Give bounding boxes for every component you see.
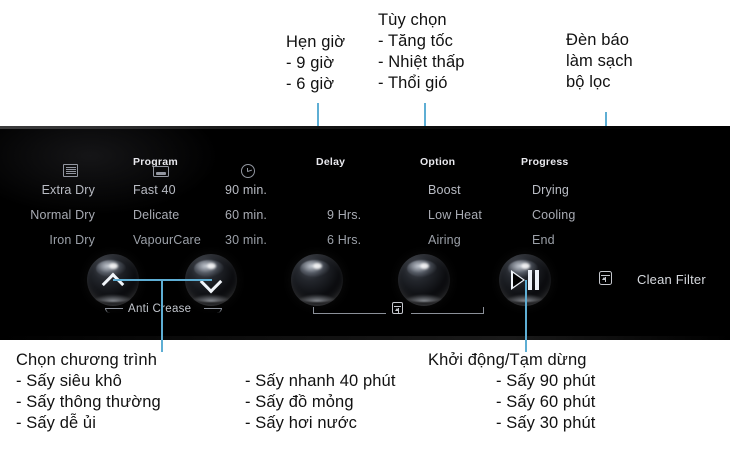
anti-crease-bracket-right <box>204 308 222 313</box>
clock-icon <box>241 164 255 178</box>
knob-rim-light <box>404 294 444 302</box>
panel-option-boost: Boost <box>428 183 461 197</box>
annotation-program-line-3: - Sấy dễ ủi <box>16 414 96 432</box>
annotation-clean-filter-line-1: làm sạch <box>566 52 633 70</box>
panel-top-edge <box>0 126 730 129</box>
panel-option-low-heat: Low Heat <box>428 208 483 222</box>
annotation-option-line-1: - Tăng tốc <box>378 32 453 50</box>
knob-glint <box>207 263 216 269</box>
section-title-program: Program <box>133 156 178 168</box>
panel-option-vapourcare: VapourCare <box>133 233 201 247</box>
panel-status-cooling: Cooling <box>532 208 576 222</box>
filter-bracket-left-tick <box>313 307 315 314</box>
filter-bracket-right-tick <box>483 307 485 314</box>
annotation-start-pause-line-3: - Sấy 30 phút <box>496 414 596 432</box>
knob-glint <box>420 263 429 269</box>
annotation-option-line-0: Tùy chọn <box>378 11 447 29</box>
panel-option-extra-dry: Extra Dry <box>41 183 95 197</box>
panel-option-delicate: Delicate <box>133 208 180 222</box>
annotation-program-line-1: - Sấy siêu khô <box>16 372 122 390</box>
annotation-start-pause-line-0: Khởi động/Tạm dừng <box>428 351 587 369</box>
section-title-progress: Progress <box>521 156 569 168</box>
panel-status-end: End <box>532 233 555 247</box>
knob-glint <box>109 263 118 269</box>
annotation-start-pause-line-1: - Sấy 90 phút <box>496 372 596 390</box>
knob-glint <box>521 263 530 269</box>
annotation-program: Chọn chương trình - Sấy siêu khô - Sấy t… <box>16 350 161 434</box>
annotation-program-line-0: Chọn chương trình <box>16 351 157 369</box>
annotation-program-mid-line-2: - Sấy hơi nước <box>245 414 358 432</box>
annotation-start-pause-line-2: - Sấy 60 phút <box>496 393 596 411</box>
panel-status-drying: Drying <box>532 183 570 197</box>
panel-option-fast-40: Fast 40 <box>133 183 176 197</box>
annotation-delay-line-0: Hẹn giờ <box>286 33 346 51</box>
anti-crease-label: Anti Crease <box>128 303 192 315</box>
dryer-control-panel: Program Delay Option Progress Extra Dry … <box>0 126 730 340</box>
annotation-program-mid-line-0: - Sấy nhanh 40 phút <box>245 372 396 390</box>
section-title-option: Option <box>420 156 456 168</box>
panel-option-60-min: 60 min. <box>225 208 268 222</box>
annotation-start-pause: Khởi động/Tạm dừng - Sấy 90 phút - Sấy 6… <box>428 350 595 434</box>
annotation-clean-filter-line-0: Đèn báo <box>566 31 630 49</box>
knob-rim-light <box>191 294 231 302</box>
annotation-delay: Hẹn giờ - 9 giờ - 6 giờ <box>286 32 345 95</box>
filter-bracket-right <box>411 313 484 315</box>
panel-option-90-min: 90 min. <box>225 183 268 197</box>
play-pause-icon <box>511 270 541 290</box>
panel-option-airing: Airing <box>428 233 461 247</box>
filter-icon <box>392 302 403 314</box>
leader-line-program <box>161 279 163 352</box>
panel-option-iron-dry: Iron Dry <box>49 233 95 247</box>
panel-option-9-hrs: 9 Hrs. <box>327 208 362 222</box>
clean-filter-label: Clean Filter <box>637 272 706 287</box>
knob-rim-light <box>93 294 133 302</box>
knob-glint <box>313 263 322 269</box>
clean-filter-indicator-icon <box>599 271 612 285</box>
panel-bottom-edge <box>0 336 730 340</box>
section-title-delay: Delay <box>316 156 346 168</box>
tray-icon <box>153 166 169 177</box>
panel-option-normal-dry: Normal Dry <box>30 208 95 222</box>
delay-button[interactable] <box>291 254 343 306</box>
leader-line-start-pause <box>525 280 527 352</box>
annotation-option-line-2: - Nhiệt thấp <box>378 53 465 71</box>
filter-bracket-left <box>313 313 386 315</box>
panel-option-30-min: 30 min. <box>225 233 268 247</box>
annotation-program-mid-line-1: - Sấy đồ mỏng <box>245 393 354 411</box>
stack-icon <box>63 164 78 177</box>
annotation-option-line-3: - Thổi gió <box>378 74 448 92</box>
anti-crease-bracket-left <box>105 308 123 313</box>
annotation-clean-filter: Đèn báo làm sạch bộ lọc <box>566 30 633 93</box>
chevron-up-icon <box>102 270 124 292</box>
chevron-down-icon <box>200 272 222 294</box>
annotation-option: Tùy chọn - Tăng tốc - Nhiệt thấp - Thổi … <box>378 10 465 94</box>
knob-rim-light <box>297 294 337 302</box>
annotation-clean-filter-line-2: bộ lọc <box>566 73 611 91</box>
annotation-delay-line-1: - 9 giờ <box>286 54 335 72</box>
annotation-program-line-2: - Sấy thông thường <box>16 393 161 411</box>
annotation-program-mid: - Sấy nhanh 40 phút - Sấy đồ mỏng - Sấy … <box>245 371 396 434</box>
panel-glow <box>0 126 220 216</box>
annotation-delay-line-2: - 6 giờ <box>286 75 335 93</box>
panel-option-6-hrs: 6 Hrs. <box>327 233 362 247</box>
option-button[interactable] <box>398 254 450 306</box>
